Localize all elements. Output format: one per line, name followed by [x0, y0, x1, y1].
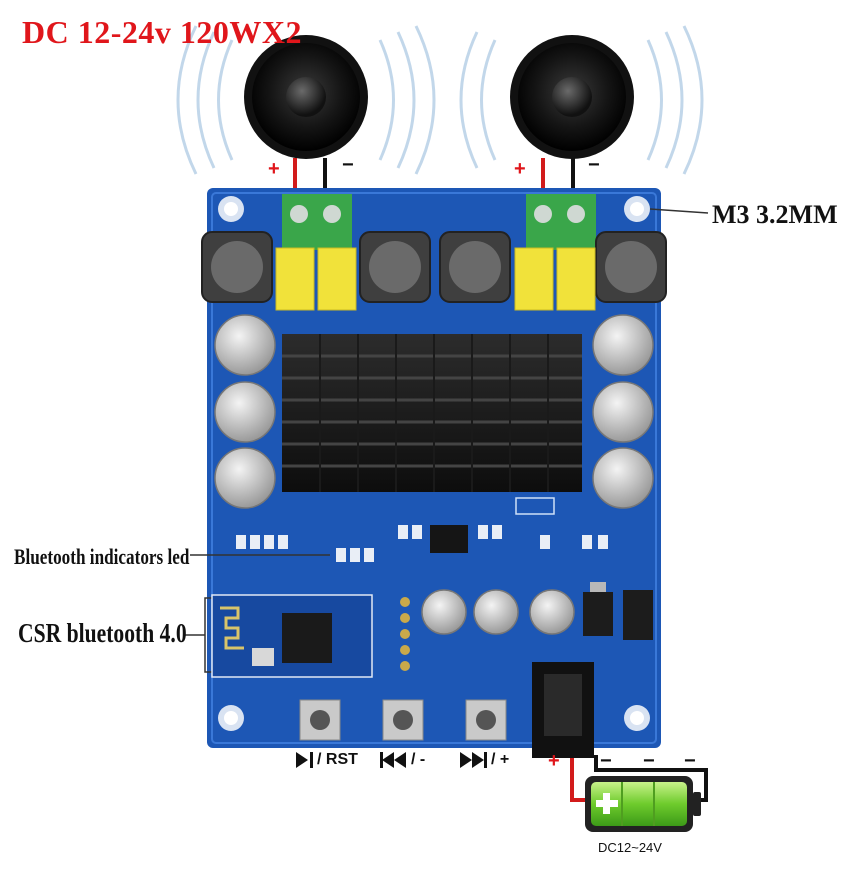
heatsink [282, 334, 582, 492]
next-button-label: / + [491, 751, 510, 768]
play-button-label: / RST [317, 751, 358, 768]
speaker-left [244, 35, 368, 159]
callout-lines [184, 208, 709, 673]
battery-wires [570, 755, 708, 802]
bt-module-callout: CSR bluetooth 4.0 [18, 618, 187, 648]
small-capacitors [421, 589, 575, 635]
speaker-right [510, 35, 634, 159]
play-pause-icon [296, 752, 313, 768]
power-capacitors [214, 314, 654, 509]
dc-minus-label-3: − [684, 750, 696, 772]
battery-icon [585, 776, 701, 832]
right-minus-label: − [588, 154, 600, 176]
dc-jack [532, 662, 594, 758]
mount-hole-callout: M3 3.2MM [712, 200, 838, 229]
sound-waves [176, 25, 704, 175]
dc-plus-label: + [548, 750, 560, 772]
smd-parts [236, 497, 608, 562]
bluetooth-module [211, 594, 373, 678]
battery-label: DC12~24V [598, 840, 662, 855]
dc-minus-label-1: − [600, 750, 612, 772]
left-minus-label: − [342, 154, 354, 176]
dc-minus-label-2: − [643, 750, 655, 772]
button-icons [296, 752, 487, 768]
left-plus-label: + [268, 158, 280, 180]
prev-track-icon [380, 752, 406, 768]
film-capacitors [275, 247, 596, 311]
header-pins [400, 597, 410, 671]
speaker-terminals [282, 194, 596, 250]
product-title: DC 12-24v 120WX2 [22, 14, 302, 50]
bt-led-callout: Bluetooth indicators led [14, 544, 190, 569]
next-track-icon [460, 752, 487, 768]
tactile-buttons [299, 699, 507, 741]
prev-button-label: / - [411, 751, 426, 768]
right-plus-label: + [514, 158, 526, 180]
power-parts [583, 582, 653, 640]
mount-holes [218, 196, 650, 731]
